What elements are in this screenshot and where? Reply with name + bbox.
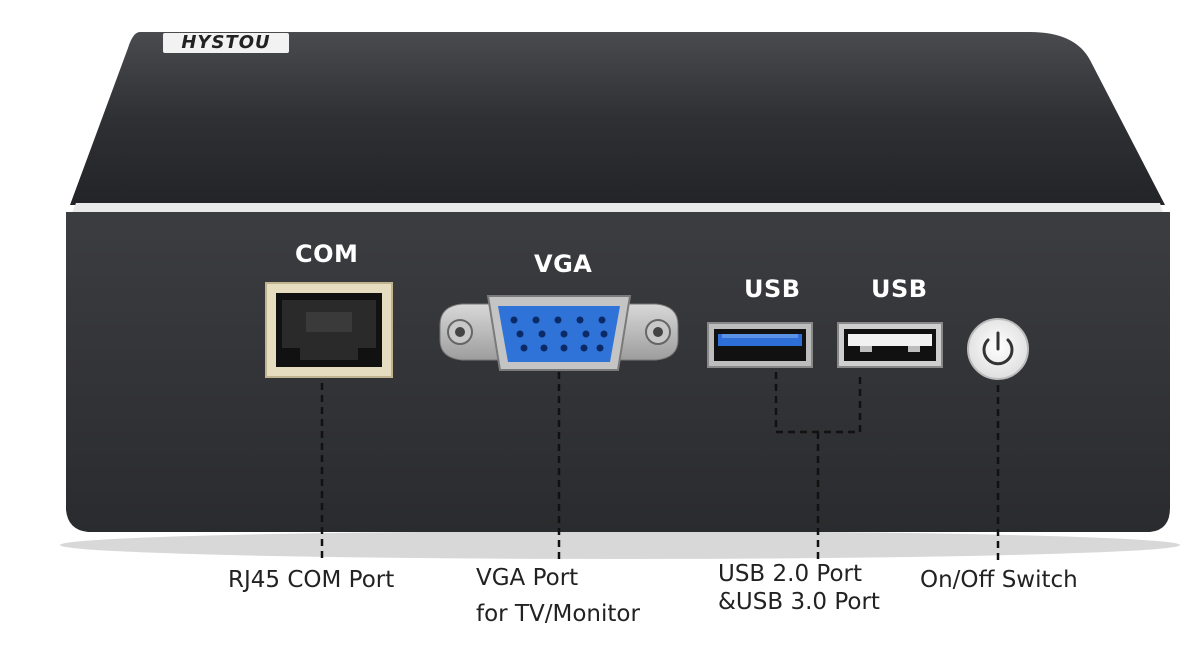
- device-top-surface: [70, 32, 1165, 205]
- usb-callout-line2: &USB 3.0 Port: [718, 589, 880, 615]
- vga-callout: VGA Port for TV/Monitor: [476, 560, 640, 632]
- usb3-port: [707, 322, 813, 368]
- com-callout: RJ45 COM Port: [228, 567, 395, 593]
- power-icon: [982, 331, 1014, 366]
- leader-lines: [320, 372, 1000, 560]
- vga-callout-line1: VGA Port: [476, 565, 579, 591]
- vga-port: [439, 295, 679, 371]
- usb2-port-label: USB: [871, 275, 928, 303]
- usb3-port-label: USB: [744, 275, 801, 303]
- rj45-com-port: [265, 282, 393, 378]
- vga-callout-line2: for TV/Monitor: [476, 601, 640, 627]
- top-edge-highlight: [72, 203, 1163, 213]
- usb-callout-line1: USB 2.0 Port: [718, 561, 863, 587]
- usb2-port: [837, 322, 943, 368]
- power-callout: On/Off Switch: [920, 567, 1078, 593]
- com-port-label: COM: [295, 240, 359, 268]
- device-shadow: [60, 531, 1180, 559]
- vga-port-label: VGA: [534, 250, 593, 278]
- usb-callout: USB 2.0 Port &USB 3.0 Port: [718, 560, 880, 616]
- power-button: [967, 318, 1029, 380]
- brand-logo: HYSTOU: [163, 33, 289, 53]
